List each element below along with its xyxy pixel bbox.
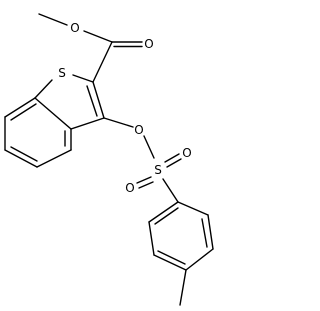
- carbonyl-oxygen-label: O: [144, 37, 153, 51]
- bond-c2-c3-inner: [86, 85, 98, 117]
- bond-tolyl-left-edge: [148, 221, 155, 256]
- bond-c3-c3a: [70, 117, 105, 130]
- bond-tolyl-right-edge-inner: [201, 218, 208, 248]
- bond-methyl-oxygen: [38, 13, 68, 26]
- bond-c3-oxygen: [103, 117, 134, 128]
- bond-ester-oxygen-carbonyl: [83, 30, 113, 43]
- aryl-ether-oxygen-label: O: [134, 123, 143, 137]
- bond-carbonyl-c2: [92, 41, 113, 83]
- chemical-structure-diagram: O O S O S O O: [4, 13, 214, 306]
- bond-tolyl-methyl: [179, 269, 187, 306]
- bond-oxygen-sulfur: [143, 135, 155, 159]
- bond-c7-c7-inner: [10, 103, 37, 121]
- bond-c5-c4: [36, 149, 72, 168]
- bond-c3a-c7a: [34, 97, 72, 130]
- bond-tolyl-left-edge-top: [148, 201, 179, 223]
- bond-c2-sulfur: [72, 74, 94, 83]
- bond-tolyl-ipso-right: [177, 201, 209, 216]
- bond-sulfur-oxygen-right-a: [164, 153, 180, 163]
- bond-tolyl-bottom-left: [153, 254, 187, 271]
- sulfonyl-oxygen-right-label: O: [182, 146, 191, 160]
- bond-tolyl-right-edge: [207, 214, 214, 250]
- bond-c6-c5-inner: [10, 146, 38, 162]
- bond-sulfur-oxygen-left-a: [138, 181, 154, 189]
- bond-c7a-c7: [4, 97, 36, 118]
- bonds: [4, 13, 214, 306]
- bond-c6-c5: [4, 149, 38, 168]
- ring-sulfur-label: S: [58, 66, 66, 80]
- bond-c2-c3: [92, 81, 105, 119]
- bond-tolyl-bottom-left-inner: [157, 250, 186, 265]
- ester-ether-oxygen-label: O: [70, 21, 79, 35]
- atom-labels: O O S O S O O: [58, 21, 192, 195]
- bond-sulfur-oxygen-right-b: [166, 158, 182, 168]
- bond-tolyl-left-edge-top-inner: [154, 207, 179, 225]
- sulfonyl-sulfur-label: S: [154, 163, 162, 177]
- bond-sulfur-c7a: [34, 79, 53, 99]
- bond-tolyl-para-right: [185, 248, 214, 271]
- sulfonyl-oxygen-left-label: O: [125, 181, 134, 195]
- bond-sulfur-aryl: [162, 178, 179, 203]
- bond-sulfur-oxygen-left-b: [136, 176, 152, 184]
